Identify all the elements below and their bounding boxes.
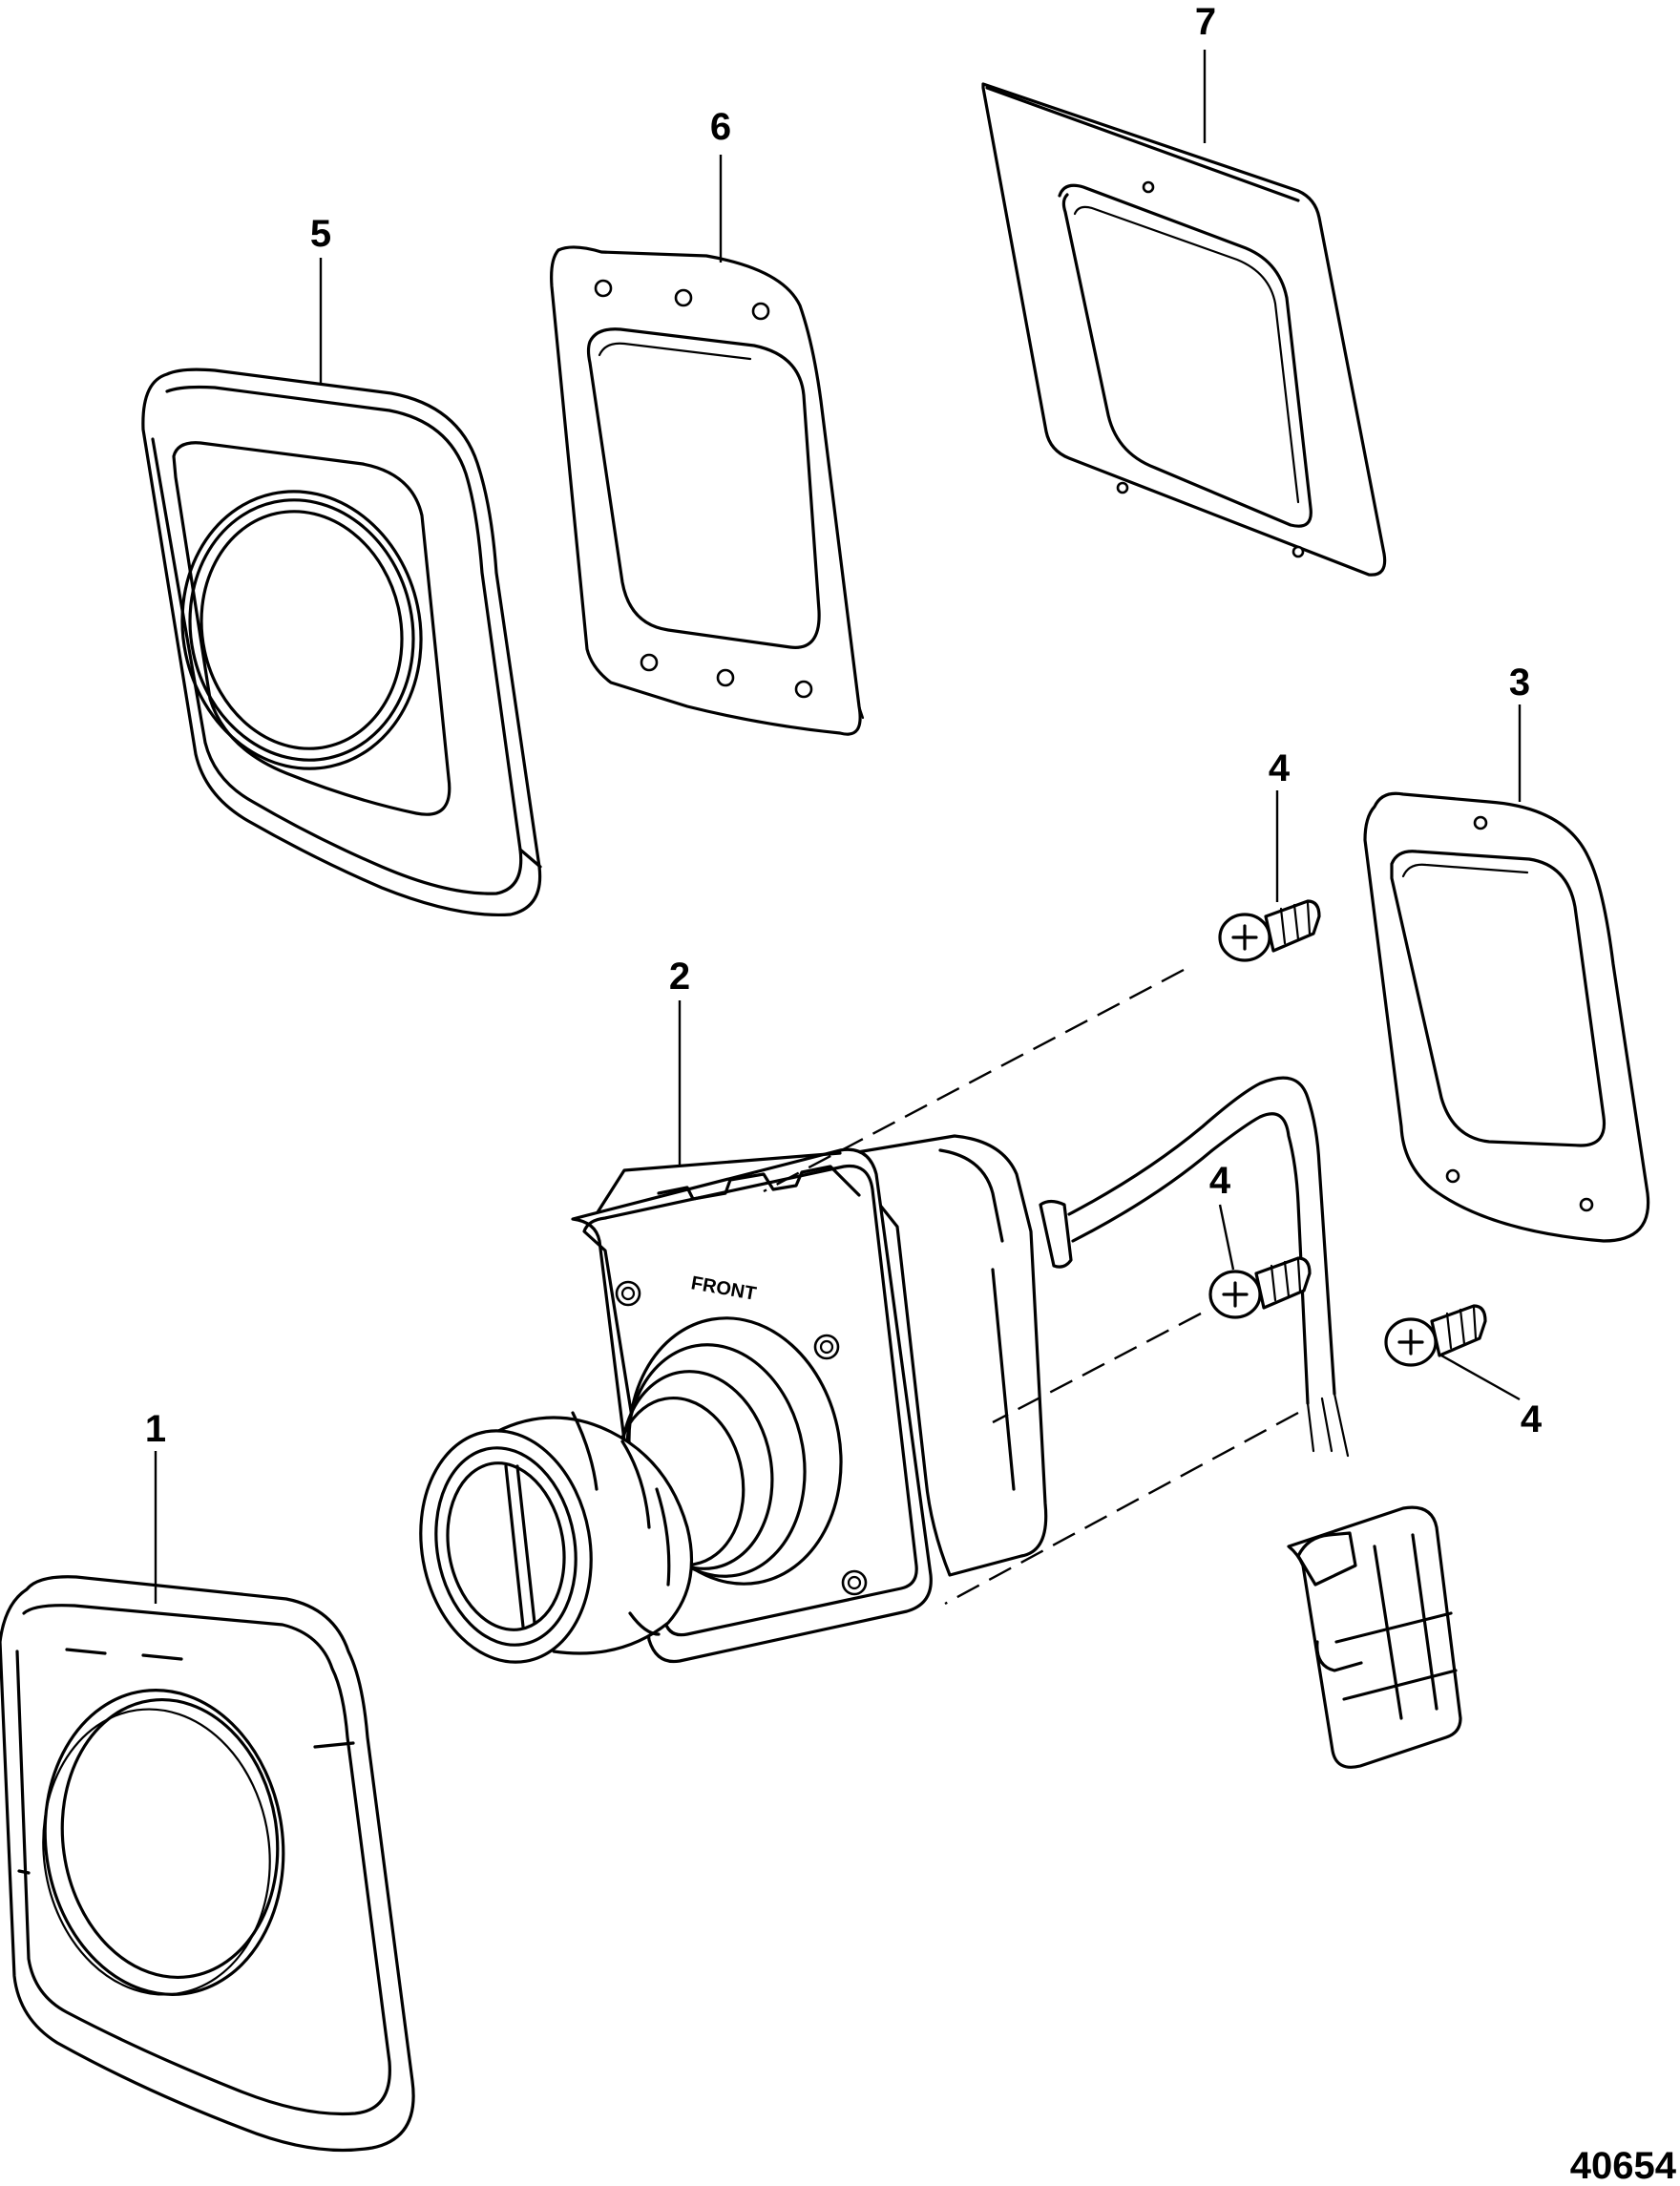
part-6-bezel-gasket: [550, 245, 865, 736]
assembly-dashed-lines: [763, 968, 1299, 1606]
part-7-mounting-gasket: [981, 82, 1387, 577]
callout-1: 1: [145, 1408, 166, 1450]
part-4-screw-right: [1384, 1304, 1487, 1367]
part-4-screw-upper: [1218, 899, 1321, 962]
figure-number: 40654: [1570, 2145, 1677, 2186]
callout-7: 7: [1195, 1, 1216, 43]
part-2-joystick-assembly: FRONT: [419, 1076, 1462, 1769]
callout-leader-lines: [154, 50, 1522, 1604]
part-1-lower-bezel: [0, 1575, 415, 2153]
callout-6: 6: [710, 106, 731, 148]
callout-4-middle: 4: [1209, 1160, 1231, 1202]
part-5-upper-bezel: [141, 368, 542, 917]
callout-4-right: 4: [1521, 1398, 1543, 1440]
callout-3: 3: [1509, 662, 1530, 704]
part-3-small-gasket: [1363, 791, 1650, 1243]
callout-4-upper: 4: [1269, 747, 1291, 789]
callout-2: 2: [669, 956, 690, 998]
part-4-screw-middle: [1208, 1256, 1312, 1319]
callout-5: 5: [310, 213, 331, 255]
